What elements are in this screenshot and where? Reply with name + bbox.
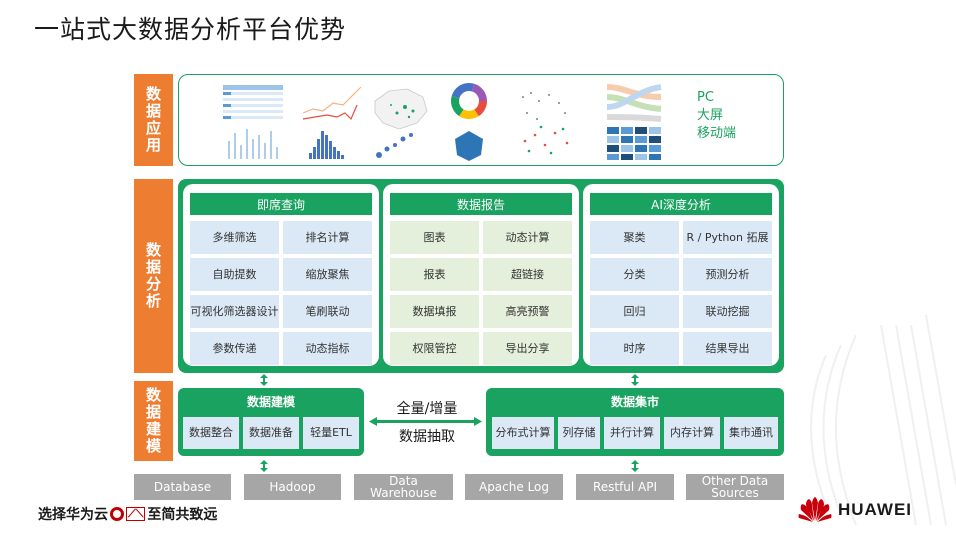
feature-cell: 权限管控 [390, 332, 479, 365]
modeling-item: 轻量ETL [303, 417, 359, 449]
page-title: 一站式大数据分析平台优势 [34, 15, 347, 44]
feature-cell: 回归 [590, 295, 679, 328]
mart-item: 内存计算 [664, 417, 720, 449]
panel-head-ai: AI深度分析 [590, 193, 772, 215]
modeling-item: 数据整合 [183, 417, 239, 449]
feature-cell: 预测分析 [683, 258, 772, 291]
extraction-mode-label: 全量/增量 [396, 401, 458, 417]
layer-label-analysis: 数据分析 [134, 179, 173, 373]
layer-label-modeling: 数据建模 [134, 381, 173, 461]
analysis-panel: 即席查询 多维筛选 排名计算 自助提数 缩放聚焦 可视化筛选器设计 笔刷联动 参… [178, 179, 784, 373]
data-mart-box: 数据集市 分布式计算 列存储 并行计算 内存计算 集市通讯 [486, 388, 784, 456]
feature-cell: 动态计算 [483, 221, 572, 254]
up-down-arrow-icon [260, 374, 268, 386]
feature-cell: 笔刷联动 [283, 295, 372, 328]
device-mobile: 移动端 [697, 126, 737, 141]
huawei-flower-icon [798, 497, 832, 522]
slogan-right: 至简共致远 [147, 507, 218, 523]
feature-cell: 图表 [390, 221, 479, 254]
source-apache-log: Apache Log [465, 474, 563, 500]
modeling-item: 数据准备 [243, 417, 299, 449]
feature-cell: 时序 [590, 332, 679, 365]
feature-cell: 超链接 [483, 258, 572, 291]
up-down-arrow-icon [260, 460, 268, 472]
huawei-cloud-circle-icon [110, 507, 124, 521]
feature-cell: 自助提数 [190, 258, 279, 291]
huawei-cloud-mark-icon: ⟋⟍ [126, 507, 146, 521]
panel-head-report: 数据报告 [390, 193, 572, 215]
mart-head: 数据集市 [610, 395, 659, 409]
mart-item: 列存储 [558, 417, 600, 449]
source-data-warehouse: Data Warehouse [354, 474, 453, 500]
device-list: PC 大屏 移动端 [697, 89, 736, 143]
feature-cell: 联动挖掘 [683, 295, 772, 328]
feature-cell: 报表 [390, 258, 479, 291]
feature-cell: 可视化筛选器设计 [190, 295, 279, 328]
scatter-thumbnail [522, 92, 569, 155]
source-hadoop: Hadoop [244, 474, 341, 500]
feature-cell: 多维筛选 [190, 221, 279, 254]
feature-cell: 聚类 [590, 221, 679, 254]
panel-data-report: 数据报告 图表 动态计算 报表 超链接 数据填报 高亮预警 权限管控 导出分享 [383, 184, 579, 366]
feature-cell: 动态指标 [283, 332, 372, 365]
feature-cell: 缩放聚焦 [283, 258, 372, 291]
panel-adhoc-query: 即席查询 多维筛选 排名计算 自助提数 缩放聚焦 可视化筛选器设计 笔刷联动 参… [183, 184, 379, 366]
background-watermark [810, 314, 956, 526]
extraction-label: 数据抽取 [399, 429, 455, 445]
feature-cell: 分类 [590, 258, 679, 291]
brand-name: HUAWEI [838, 500, 912, 519]
mart-item: 集市通讯 [724, 417, 778, 449]
line-chart-thumbnail [302, 86, 362, 159]
sankey-thumbnail [606, 84, 662, 160]
layer-label-application: 数据应用 [134, 74, 173, 166]
table-thumbnail [223, 85, 283, 159]
application-panel: PC 大屏 移动端 [178, 74, 784, 166]
feature-cell: 高亮预警 [483, 295, 572, 328]
map-thumbnail [374, 88, 428, 158]
source-other-data: Other Data Sources [686, 474, 784, 500]
feature-cell: 数据填报 [390, 295, 479, 328]
up-down-arrow-icon [631, 374, 639, 386]
slogan: 选择华为云 ⟋⟍ 至简共致远 [38, 504, 217, 524]
mart-item: 并行计算 [604, 417, 660, 449]
device-big-screen: 大屏 [697, 108, 724, 123]
feature-cell: R / Python 拓展 [683, 221, 772, 254]
data-modeling-box: 数据建模 数据整合 数据准备 轻量ETL [178, 388, 364, 456]
slogan-left: 选择华为云 [38, 507, 108, 523]
panel-ai-analysis: AI深度分析 聚类 R / Python 拓展 分类 预测分析 回归 联动挖掘 … [583, 184, 779, 366]
feature-cell: 参数传递 [190, 332, 279, 365]
up-down-arrow-icon [631, 460, 639, 472]
panel-head-adhoc: 即席查询 [190, 193, 372, 215]
mart-item: 分布式计算 [492, 417, 554, 449]
feature-cell: 排名计算 [283, 221, 372, 254]
source-restful-api: Restful API [576, 474, 674, 500]
pie-chart-thumbnail [451, 83, 487, 161]
double-arrow-icon [369, 417, 482, 426]
device-pc: PC [697, 90, 714, 105]
modeling-head: 数据建模 [246, 395, 295, 409]
huawei-logo: HUAWEI [798, 497, 912, 523]
source-database: Database [134, 474, 231, 500]
feature-cell: 结果导出 [683, 332, 772, 365]
feature-cell: 导出分享 [483, 332, 572, 365]
